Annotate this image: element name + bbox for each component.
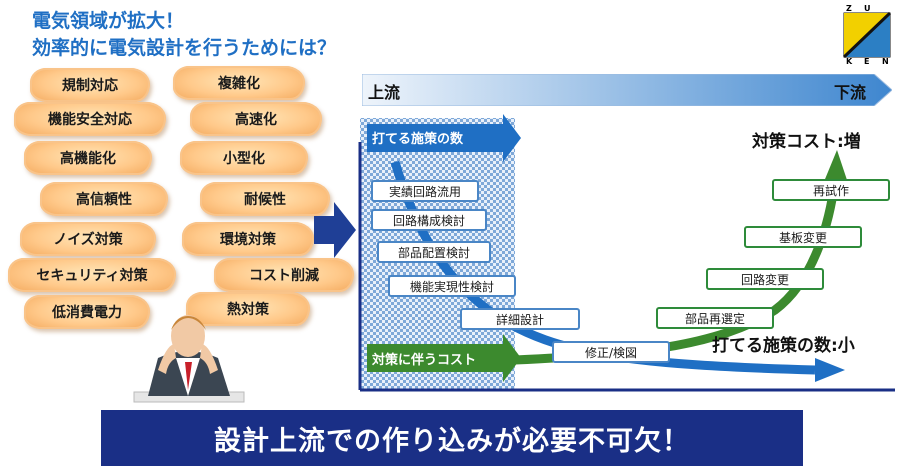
conclusion-banner: 設計上流での作り込みが必要不可欠！: [101, 410, 803, 466]
thinking-person-illustration: [130, 300, 248, 406]
cloud-noise-countermeasure: ノイズ対策: [20, 222, 156, 256]
cloud-regulation: 規制対応: [30, 68, 150, 102]
cloud-functional-safety: 機能安全対応: [14, 102, 166, 136]
cloud-environment: 環境対策: [182, 222, 314, 256]
logo-letter-u: U: [864, 4, 871, 13]
step-board-change: 基板変更: [744, 226, 862, 248]
logo-letter-n: N: [882, 57, 889, 66]
measures-decrease-label: 打てる施策の数:小: [712, 336, 855, 356]
cloud-high-speed: 高速化: [190, 102, 322, 136]
step-detailed-design: 詳細設計: [460, 308, 580, 330]
flow-bar: 上流 下流: [361, 73, 893, 107]
cloud-thermal: 熱対策: [186, 292, 310, 326]
logo-letter-k: K: [846, 57, 853, 66]
title-line-2: 効率的に電気設計を行うためには？: [32, 37, 337, 59]
measures-arrow-label: 打てる施策の数: [372, 132, 464, 147]
step-component-placement: 部品配置検討: [377, 241, 491, 263]
step-circuit-change: 回路変更: [706, 268, 824, 290]
cloud-weather-resistance: 耐候性: [200, 182, 330, 216]
cloud-high-function: 高機能化: [24, 141, 152, 175]
logo-letter-e: E: [864, 57, 870, 66]
cloud-complexity: 複雑化: [173, 66, 305, 100]
cost-arrow-label: 対策に伴うコスト: [372, 353, 477, 368]
step-circuit-structure: 回路構成検討: [371, 209, 487, 231]
cloud-cost-reduction: コスト削減: [214, 258, 354, 292]
step-re-prototype: 再試作: [772, 179, 890, 201]
cloud-reliability: 高信頼性: [40, 182, 168, 216]
logo-letter-z: Z: [846, 4, 852, 13]
flow-upstream-label: 上流: [368, 83, 401, 102]
step-revision-check: 修正/検図: [552, 341, 670, 363]
cloud-miniaturization: 小型化: [180, 141, 308, 175]
cloud-security: セキュリティ対策: [8, 258, 176, 292]
transition-arrow-icon: [314, 200, 356, 260]
zuken-logo: Z U K E N: [838, 4, 896, 66]
step-reuse-circuits: 実績回路流用: [371, 180, 479, 202]
step-feasibility: 機能実現性検討: [388, 275, 516, 297]
cost-increase-label: 対策コスト:増: [752, 132, 861, 152]
cloud-low-power: 低消費電力: [24, 295, 150, 329]
flow-downstream-label: 下流: [833, 83, 866, 102]
step-reselect-parts: 部品再選定: [656, 307, 774, 329]
title-line-1: 電気領域が拡大！: [32, 10, 185, 32]
